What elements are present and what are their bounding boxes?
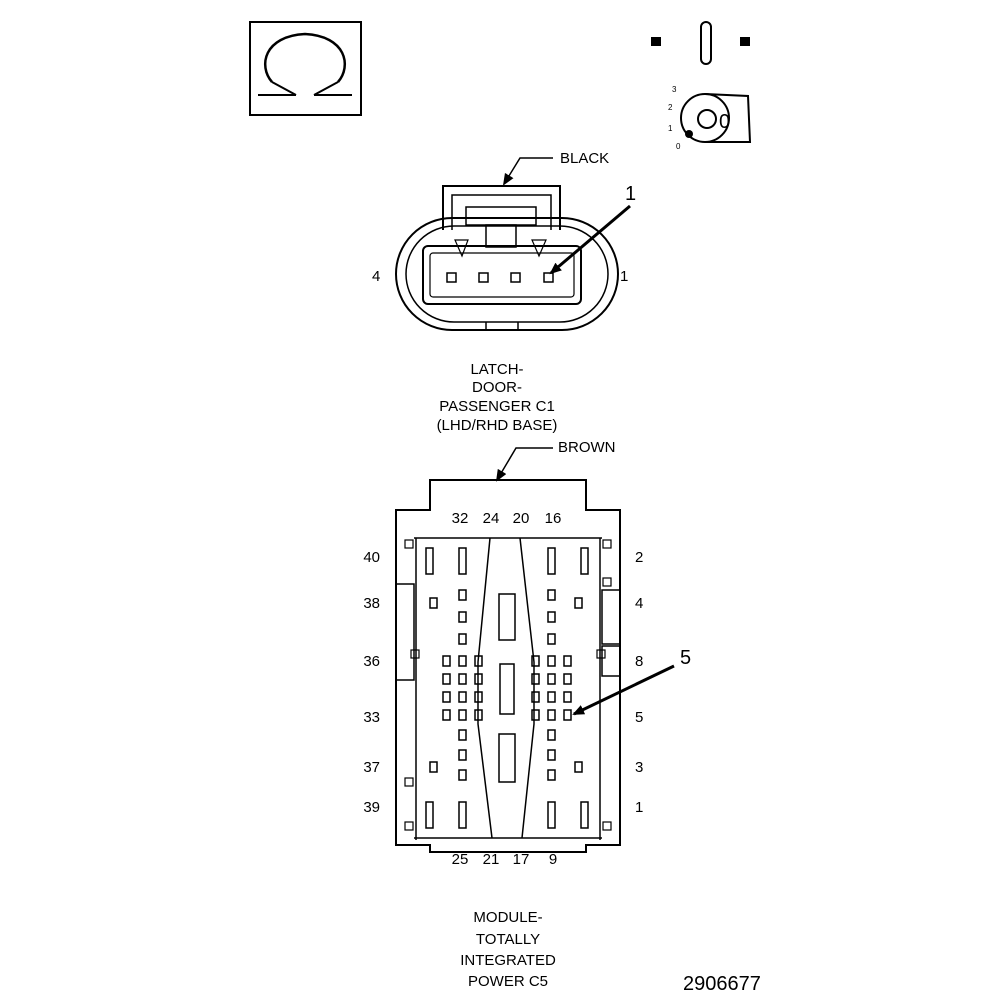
connector-c5-pin-label: 4 [635,595,643,612]
key-position-label: 2 [668,103,673,112]
svg-text:MODULE-: MODULE- [473,909,542,926]
svg-text:POWER C5: POWER C5 [468,973,548,990]
connector-c5-pin-label: 2 [635,549,643,566]
connector-c5: BROWN [363,439,691,990]
omega-symbol-icon [249,21,362,116]
callout-1: 1 [625,183,636,205]
connector-c5-pin-label: 37 [363,759,380,776]
connector-c5-pin-label: 25 [452,851,469,868]
svg-text:INTEGRATED: INTEGRATED [460,952,556,969]
connector-c5-color-label: BROWN [558,439,616,456]
connector-c5-pin-label: 8 [635,653,643,670]
svg-text:TOTALLY: TOTALLY [476,931,540,948]
ignition-key-switch-icon: 3 2 1 0 0 [651,21,752,151]
svg-text:LATCH-: LATCH- [470,361,523,378]
svg-text:DOOR-: DOOR- [472,379,522,396]
connector-c5-pin-label: 20 [513,510,530,527]
connector-c5-pin-label: 38 [363,595,380,612]
connector-c1-caption: LATCH- DOOR- PASSENGER C1 (LHD/RHD BASE) [437,361,558,434]
connector-c5-pin-label: 9 [549,851,557,868]
callout-5: 5 [680,647,691,669]
key-position-label: 1 [668,124,673,133]
connector-c5-pin-label: 33 [363,709,380,726]
key-label: 0 [719,111,730,133]
connector-c5-pin-label: 17 [513,851,530,868]
connector-c5-pin-label: 40 [363,549,380,566]
connector-c1-pin-label: 1 [620,268,628,285]
figure-number: 2906677 [683,973,761,995]
connector-c5-pin-label: 32 [452,510,469,527]
connector-c5-pin-label: 36 [363,653,380,670]
svg-text:(LHD/RHD BASE): (LHD/RHD BASE) [437,417,558,434]
key-position-label: 3 [672,85,677,94]
connector-c5-pin-label: 3 [635,759,643,776]
connector-c5-pin-label: 16 [545,510,562,527]
key-position-label: 0 [676,142,681,151]
connector-c1-color-label: BLACK [560,150,609,167]
connector-c5-caption: MODULE- TOTALLY INTEGRATED POWER C5 [460,909,556,990]
connector-c5-pin-label: 5 [635,709,643,726]
connector-c5-pin-label: 24 [483,510,500,527]
connector-c5-pin-label: 39 [363,799,380,816]
svg-text:PASSENGER C1: PASSENGER C1 [439,398,555,415]
connector-c5-pin-label: 21 [483,851,500,868]
connector-c1: BLACK 4 1 1 LATCH- DOOR- PASSENGER C1 [372,150,636,434]
connector-c5-pin-label: 1 [635,799,643,816]
connector-c1-pin-label: 4 [372,268,380,285]
